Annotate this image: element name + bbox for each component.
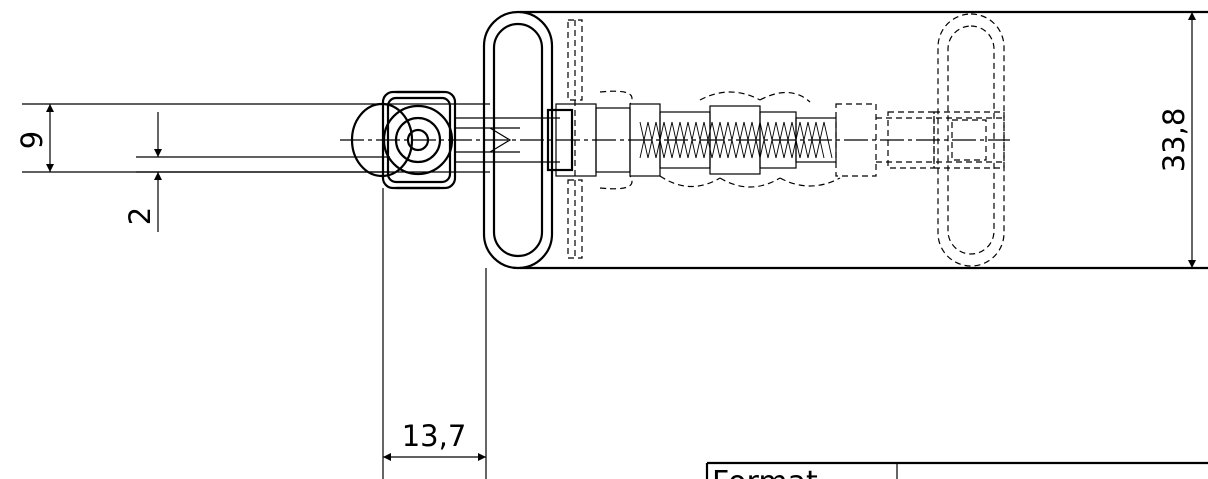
guide-rails [567, 19, 583, 259]
dimension-33-8: 33,8 [1157, 12, 1196, 268]
dimension-label-9: 9 [15, 131, 49, 149]
hex-nut [350, 90, 457, 190]
dimension-label-13-7: 13,7 [402, 419, 467, 453]
dimension-label-2: 2 [123, 207, 157, 225]
dimension-2: 2 [123, 112, 390, 232]
dimension-13-7: 13,7 [382, 188, 487, 479]
dimension-label-33-8: 33,8 [1157, 108, 1191, 173]
title-block-format-label: Format [712, 465, 818, 479]
title-block: Format [705, 461, 1208, 479]
dimension-9: 9 [15, 103, 490, 173]
